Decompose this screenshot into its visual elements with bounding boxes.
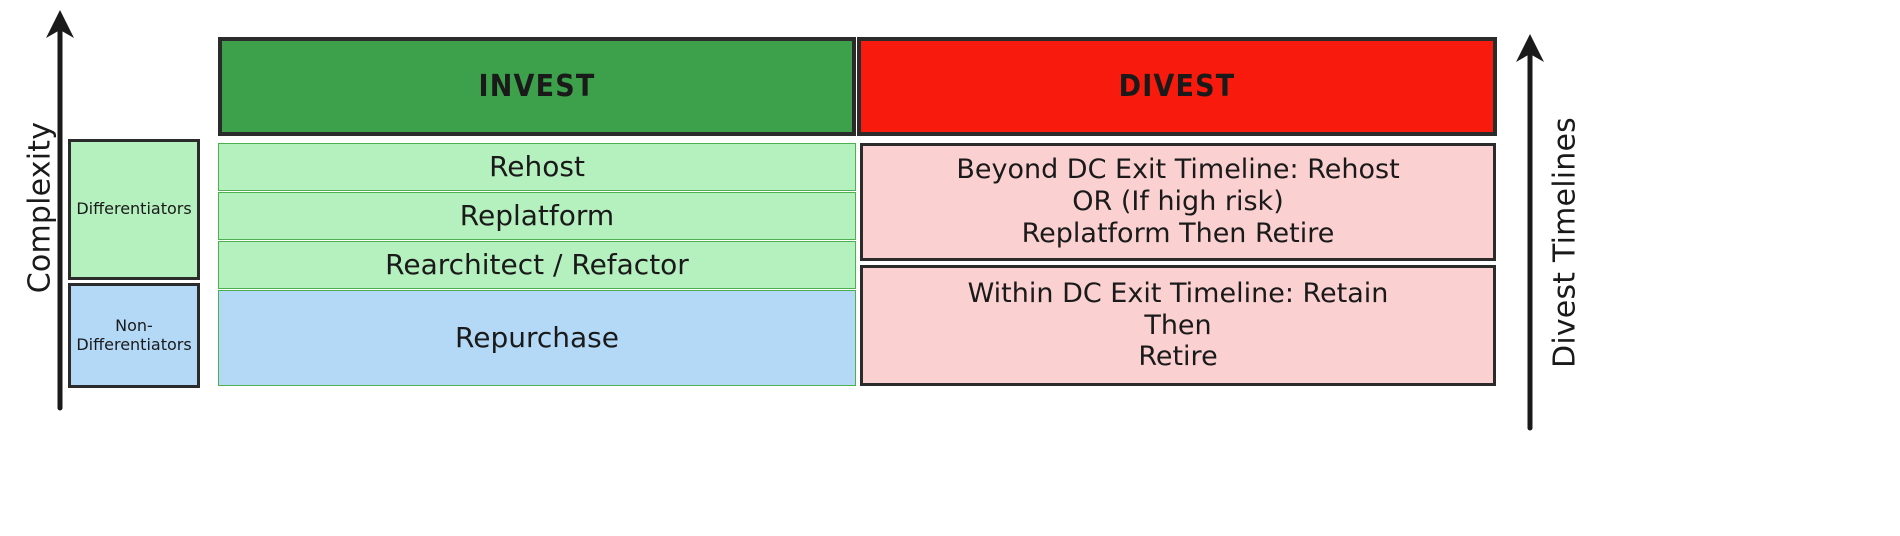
timeline-beyond-line3: Replatform Then Retire [1021,217,1335,249]
category-box-non-differentiators: Non- Differentiators [68,283,200,388]
timeline-within-line1: Within DC Exit Timeline: Retain [967,277,1389,309]
header-invest: INVEST [218,37,856,136]
category-label-non-differentiators-line2: Differentiators [76,334,192,354]
strategy-label-repurchase: Repurchase [455,321,619,355]
timeline-box-beyond-dc-exit: Beyond DC Exit Timeline: Rehost OR (If h… [860,143,1496,261]
header-divest-label: DIVEST [1118,68,1236,104]
header-invest-label: INVEST [478,68,596,104]
strategy-row-rearchitect-refactor: Rearchitect / Refactor [218,241,856,289]
timeline-within-line2: Then [1144,309,1212,341]
strategy-label-replatform: Replatform [459,199,615,233]
strategy-row-rehost: Rehost [218,143,856,191]
timeline-beyond-line2: OR (If high risk) [1072,186,1284,218]
strategy-row-replatform: Replatform [218,192,856,240]
timeline-within-line3: Retire [1138,341,1218,373]
complexity-axis-label: Complexity [22,121,58,294]
category-label-non-differentiators-line1: Non- [115,315,153,335]
strategy-label-rehost: Rehost [489,150,585,184]
strategy-label-rearchitect-refactor: Rearchitect / Refactor [385,248,689,282]
strategy-row-repurchase: Repurchase [218,290,856,386]
timeline-beyond-line1: Beyond DC Exit Timeline: Rehost [956,154,1400,186]
timeline-box-within-dc-exit: Within DC Exit Timeline: Retain Then Ret… [860,265,1496,386]
category-box-differentiators: Differentiators [68,139,200,280]
divest-timelines-axis-label: Divest Timelines [1547,117,1583,368]
category-label-differentiators: Differentiators [76,199,192,219]
header-divest: DIVEST [857,37,1497,136]
